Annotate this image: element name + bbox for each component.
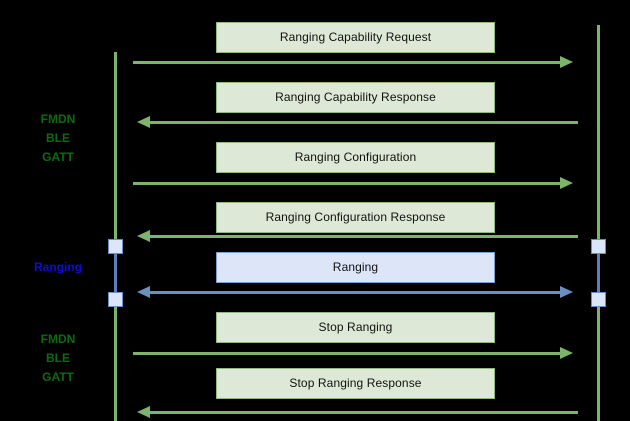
message-box-ranging-capability-request: Ranging Capability Request	[216, 22, 495, 53]
message-arrow-head-stop-ranging-response	[137, 406, 150, 418]
lifeline-left-green-top	[114, 52, 117, 245]
lifeline-left-blue-segment	[114, 245, 117, 299]
message-arrow-line-ranging	[150, 291, 561, 294]
message-arrow-head-ranging-right	[560, 286, 573, 298]
activation-marker-left-end	[108, 292, 123, 307]
message-box-stop-ranging-response: Stop Ranging Response	[216, 368, 495, 399]
activation-marker-right-start	[591, 239, 606, 254]
message-arrow-head-stop-ranging	[560, 347, 573, 359]
message-box-ranging-configuration: Ranging Configuration	[216, 142, 495, 173]
message-arrow-head-ranging-capability-request	[560, 56, 573, 68]
message-arrow-head-ranging-configuration-response	[137, 230, 150, 242]
stage-label-ranging: Ranging	[34, 260, 82, 274]
lifeline-left-green-bottom	[114, 299, 117, 421]
message-arrow-line-stop-ranging-response	[150, 411, 578, 414]
activation-marker-left-start	[108, 239, 123, 254]
activation-marker-right-end	[591, 292, 606, 307]
lifeline-right-blue-segment	[597, 245, 600, 299]
stage-label-fmdn-ble-gatt-bottom: FMDN BLE GATT	[40, 332, 76, 384]
message-arrow-line-ranging-configuration-response	[150, 235, 578, 238]
stage-label-fmdn-ble-gatt-top: FMDN BLE GATT	[40, 112, 76, 164]
lifeline-right-green-bottom	[597, 299, 600, 421]
message-arrow-line-ranging-capability-response	[150, 121, 578, 124]
message-box-ranging: Ranging	[216, 252, 495, 283]
message-arrow-line-ranging-capability-request	[133, 61, 561, 64]
message-arrow-line-stop-ranging	[133, 352, 561, 355]
message-arrow-head-ranging-left	[137, 286, 150, 298]
lifeline-right-green-top	[597, 25, 600, 245]
message-arrow-head-ranging-capability-response	[137, 116, 150, 128]
message-box-ranging-configuration-response: Ranging Configuration Response	[216, 202, 495, 233]
message-arrow-line-ranging-configuration	[133, 182, 561, 185]
message-box-ranging-capability-response: Ranging Capability Response	[216, 82, 495, 113]
message-arrow-head-ranging-configuration	[560, 177, 573, 189]
message-box-stop-ranging: Stop Ranging	[216, 312, 495, 343]
